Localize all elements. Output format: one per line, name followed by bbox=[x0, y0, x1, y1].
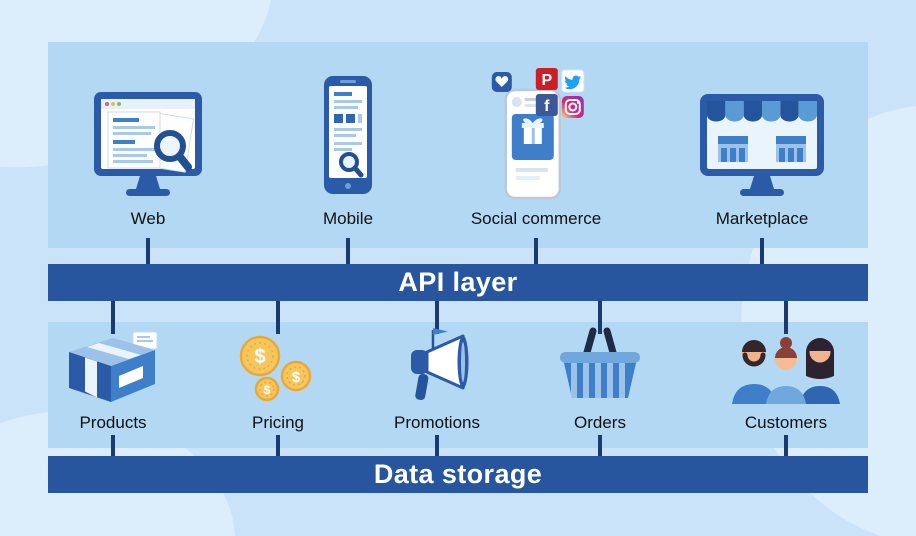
channel-marketplace: Marketplace bbox=[696, 58, 828, 229]
channel-label: Social commerce bbox=[470, 209, 602, 228]
entity-label: Products bbox=[79, 413, 147, 432]
twitter-icon bbox=[561, 69, 585, 93]
connector-line bbox=[598, 300, 602, 334]
entity-label: Orders bbox=[574, 413, 626, 432]
heart-badge-icon bbox=[492, 72, 512, 92]
orders-basket-icon bbox=[552, 327, 648, 404]
channel-label: Marketplace bbox=[715, 209, 809, 228]
entity-orders: Orders bbox=[552, 327, 648, 433]
svg-text:$: $ bbox=[264, 383, 271, 397]
entity-promotions: Promotions bbox=[387, 328, 487, 433]
channel-web: Web bbox=[88, 58, 208, 229]
connector-line bbox=[146, 238, 150, 266]
connector-line bbox=[598, 435, 602, 458]
products-box-icon bbox=[61, 330, 165, 404]
connector-line bbox=[784, 300, 788, 334]
entity-label: Pricing bbox=[252, 413, 304, 432]
promotions-megaphone-icon bbox=[387, 328, 487, 404]
web-browser-search-icon bbox=[88, 58, 208, 200]
data-storage-bar: Data storage bbox=[48, 456, 868, 493]
entity-customers: Customers bbox=[724, 330, 848, 433]
customers-people-icon bbox=[724, 330, 848, 404]
mobile-app-search-icon bbox=[316, 58, 380, 200]
connector-line bbox=[111, 300, 115, 334]
connector-line bbox=[435, 300, 439, 334]
connector-line bbox=[760, 238, 764, 266]
svg-text:$: $ bbox=[292, 369, 301, 386]
channel-social-commerce: P f Social commerce bbox=[471, 58, 601, 229]
connector-line bbox=[346, 238, 350, 266]
api-layer-bar: API layer bbox=[48, 264, 868, 301]
svg-text:P: P bbox=[542, 72, 553, 89]
entity-label: Promotions bbox=[394, 413, 480, 432]
facebook-icon: f bbox=[536, 94, 558, 116]
entity-products: Products bbox=[61, 330, 165, 433]
channel-mobile: Mobile bbox=[316, 58, 380, 229]
svg-text:f: f bbox=[544, 98, 550, 115]
channel-label: Mobile bbox=[322, 209, 374, 228]
connector-line bbox=[276, 300, 280, 334]
entity-label: Customers bbox=[744, 413, 828, 432]
pricing-coins-icon: $ $ $ bbox=[232, 330, 324, 404]
channel-label: Web bbox=[130, 209, 166, 228]
connector-line bbox=[784, 435, 788, 458]
marketplace-storefront-icon bbox=[696, 58, 828, 200]
entity-pricing: $ $ $ Pricing bbox=[232, 330, 324, 433]
data-storage-label: Data storage bbox=[373, 459, 543, 489]
pinterest-icon: P bbox=[536, 68, 558, 90]
connector-line bbox=[276, 435, 280, 458]
social-commerce-phone-icon: P f bbox=[480, 58, 592, 200]
connector-line bbox=[435, 435, 439, 458]
connector-line bbox=[111, 435, 115, 458]
connector-line bbox=[534, 238, 538, 266]
svg-text:$: $ bbox=[254, 346, 265, 368]
instagram-icon bbox=[562, 96, 584, 118]
api-layer-label: API layer bbox=[398, 267, 518, 297]
